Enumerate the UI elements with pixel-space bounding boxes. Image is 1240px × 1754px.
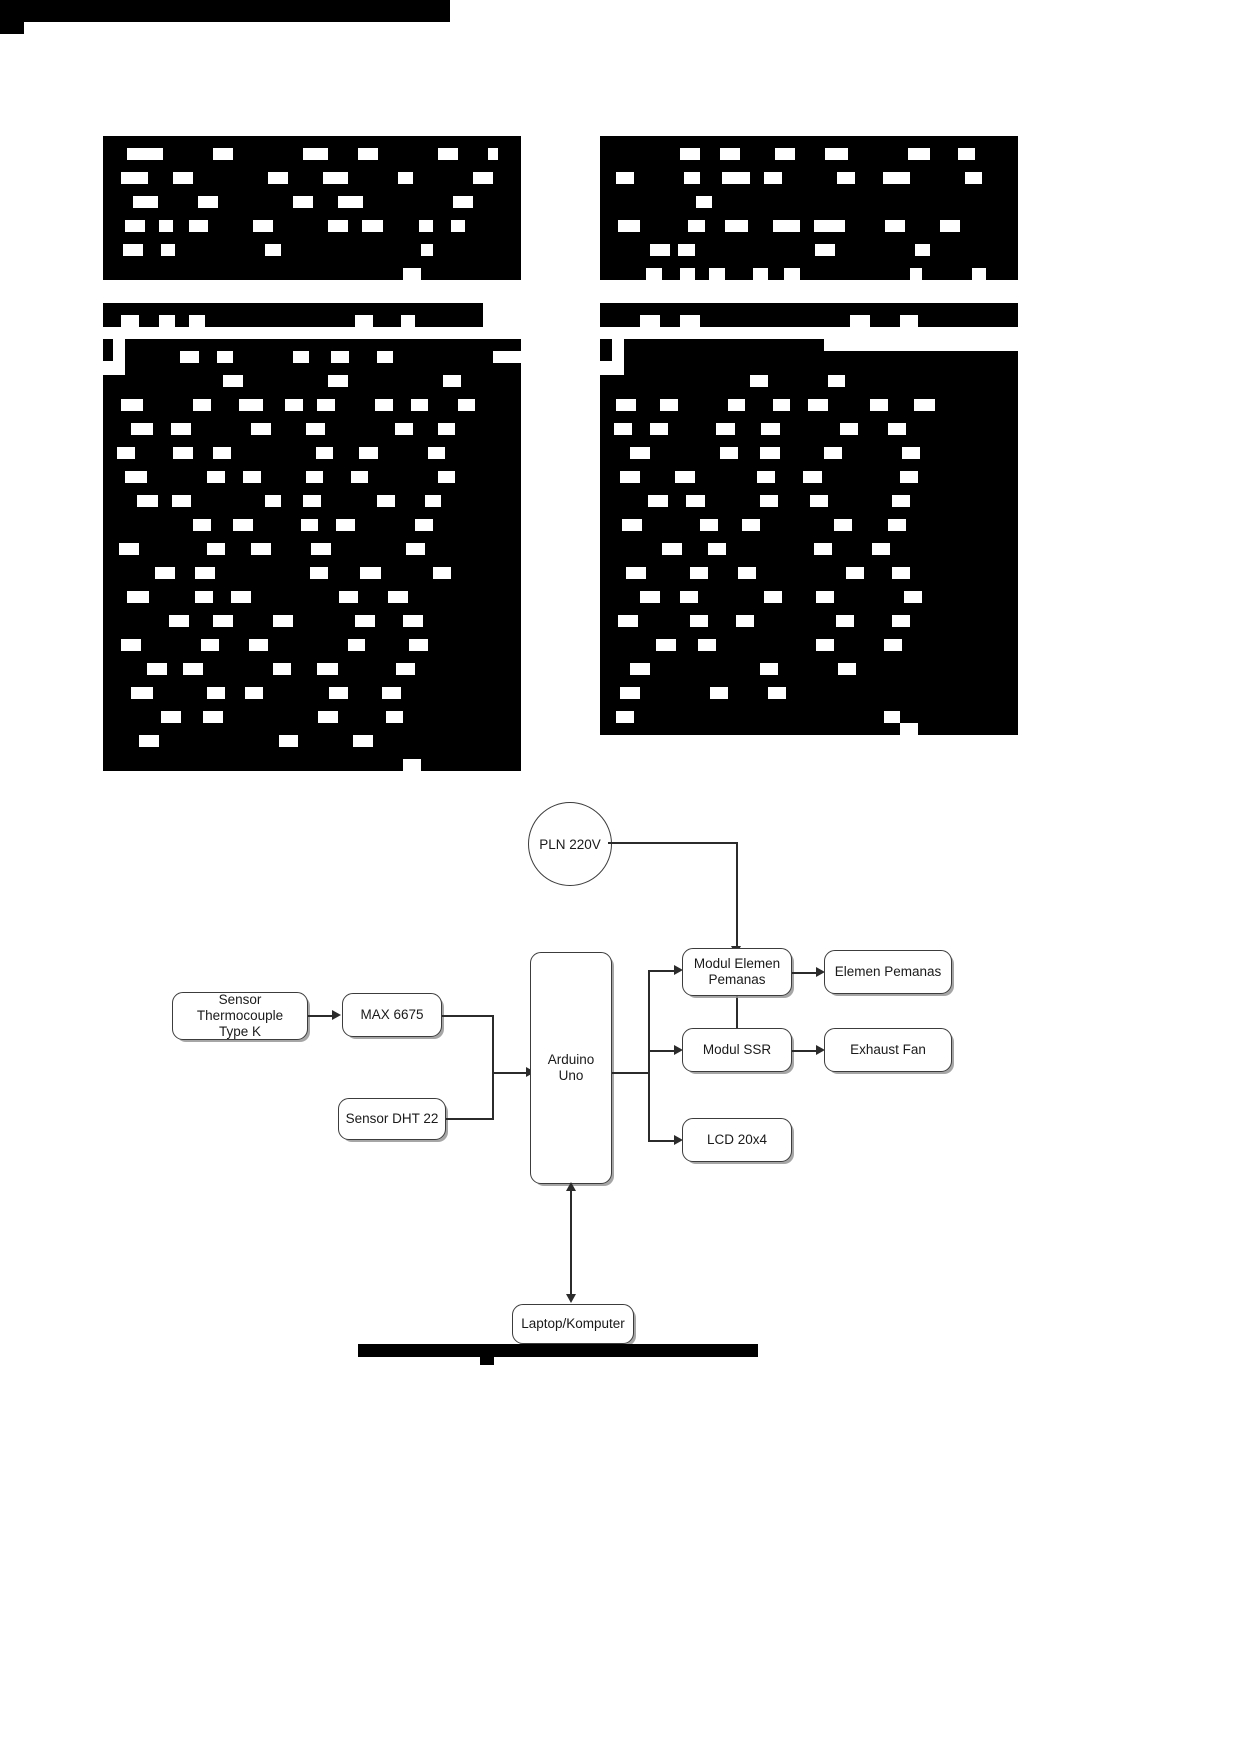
wire-modul-ssr-to-fan bbox=[792, 1050, 820, 1052]
title-redaction-bar bbox=[0, 0, 450, 22]
figure-caption-redaction-tail bbox=[480, 1357, 494, 1365]
node-sensor-thermocouple[interactable]: Sensor Thermocouple Type K bbox=[172, 992, 308, 1040]
node-exhaust-fan[interactable]: Exhaust Fan bbox=[824, 1028, 952, 1072]
node-label-exhaust-fan: Exhaust Fan bbox=[850, 1041, 926, 1057]
node-laptop-komputer[interactable]: Laptop/Komputer bbox=[512, 1304, 634, 1344]
node-max6675[interactable]: MAX 6675 bbox=[342, 993, 442, 1037]
wire-arduino-laptop bbox=[570, 1188, 572, 1298]
page-number-redaction-bar bbox=[0, 22, 24, 34]
wire-max-down bbox=[492, 1015, 494, 1073]
arrow-laptop-to-arduino bbox=[566, 1182, 576, 1191]
node-arduino-uno[interactable]: Arduino Uno bbox=[530, 952, 612, 1184]
node-label-arduino: Arduino Uno bbox=[547, 1051, 595, 1083]
node-modul-ssr[interactable]: Modul SSR bbox=[682, 1028, 792, 1072]
node-sensor-dht22[interactable]: Sensor DHT 22 bbox=[338, 1098, 446, 1140]
node-label-max6675: MAX 6675 bbox=[360, 1006, 424, 1022]
right-column-paragraph-top bbox=[600, 136, 1018, 280]
wire-modul-elemen-to-elemen bbox=[792, 972, 820, 974]
wire-bus-to-lcd bbox=[648, 1140, 678, 1142]
wire-pln-right bbox=[608, 842, 738, 844]
arrow-bus-to-modul-elemen bbox=[674, 965, 683, 975]
node-label-thermo-line2: Type K bbox=[218, 1024, 262, 1040]
left-column-paragraph-top bbox=[103, 136, 521, 280]
arrow-bus-to-modul-ssr bbox=[674, 1045, 683, 1055]
node-label-laptop: Laptop/Komputer bbox=[521, 1315, 625, 1331]
node-label-modul-ssr: Modul SSR bbox=[702, 1041, 772, 1057]
node-modul-elemen-pemanas[interactable]: Modul Elemen Pemanas bbox=[682, 948, 792, 996]
right-column-paragraph-main bbox=[600, 303, 1018, 738]
wire-bus-to-modul-elemen bbox=[648, 970, 678, 972]
wire-arduino-right bbox=[612, 1072, 650, 1074]
node-label-modul-elemen-line1: Modul Elemen bbox=[693, 955, 781, 971]
node-lcd-20x4[interactable]: LCD 20x4 bbox=[682, 1118, 792, 1162]
node-label-elemen-pemanas: Elemen Pemanas bbox=[834, 963, 942, 979]
left-column-paragraph-main bbox=[103, 303, 521, 773]
wire-dht-right bbox=[446, 1118, 494, 1120]
node-label-modul-elemen-line2: Pemanas bbox=[708, 972, 766, 987]
node-label-thermo-line1: Sensor Thermocouple bbox=[196, 991, 284, 1023]
arrow-thermo-to-max bbox=[332, 1010, 341, 1020]
wire-max-right bbox=[442, 1015, 494, 1017]
node-elemen-pemanas[interactable]: Elemen Pemanas bbox=[824, 950, 952, 994]
arrow-modul-ssr-to-fan bbox=[816, 1045, 825, 1055]
node-label-lcd: LCD 20x4 bbox=[706, 1131, 768, 1147]
wire-dht-up bbox=[492, 1072, 494, 1119]
wire-pln-to-modul-elemen bbox=[736, 842, 738, 950]
node-label-pln: PLN 220V bbox=[539, 836, 601, 852]
wire-bus-to-modul-ssr bbox=[648, 1050, 678, 1052]
arrow-bus-to-lcd bbox=[674, 1135, 683, 1145]
node-pln-220v[interactable]: PLN 220V bbox=[528, 802, 612, 886]
wire-max-to-arduino bbox=[492, 1072, 530, 1074]
wire-arduino-bus bbox=[648, 970, 650, 1142]
figure-caption-redaction-bar bbox=[358, 1344, 758, 1357]
arrow-modul-elemen-to-elemen bbox=[816, 967, 825, 977]
block-diagram-sistem: PLN 220V Sensor Thermocouple Type K MAX … bbox=[150, 780, 1110, 1400]
arrow-arduino-to-laptop bbox=[566, 1294, 576, 1303]
node-label-dht22: Sensor DHT 22 bbox=[345, 1110, 439, 1126]
wire-pln-to-modul-ssr bbox=[736, 992, 738, 1052]
wire-thermo-to-max bbox=[308, 1015, 334, 1017]
